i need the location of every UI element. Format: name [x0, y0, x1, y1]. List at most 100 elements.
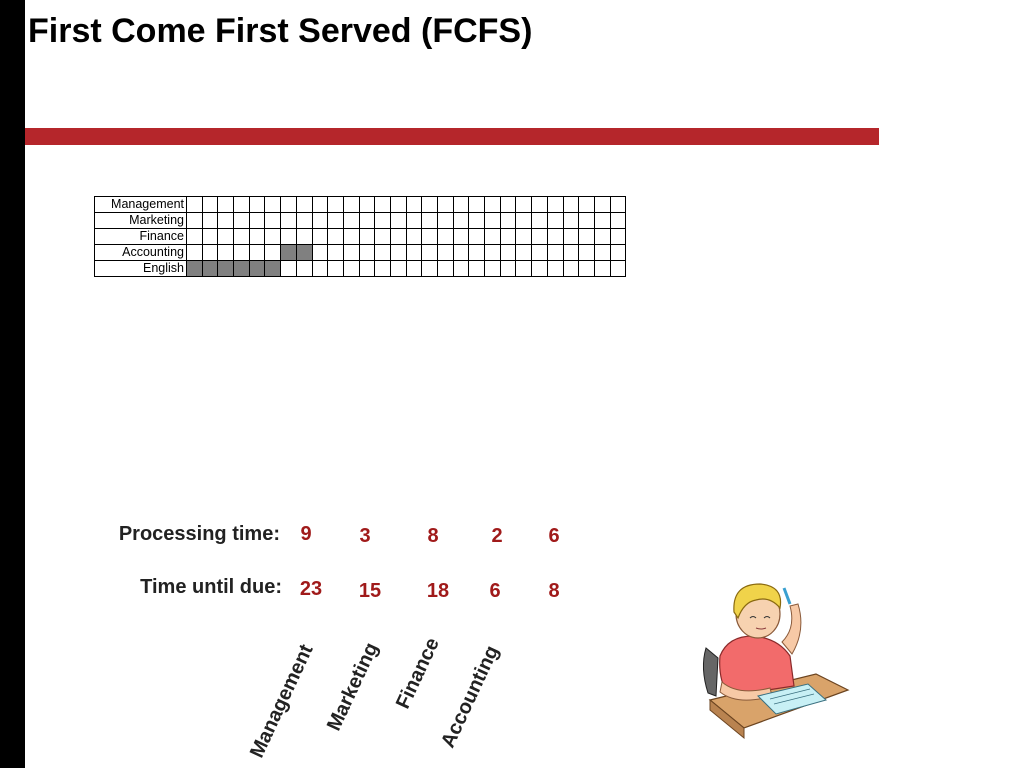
- processing-time-value: 8: [427, 525, 439, 547]
- gantt-cell: [311, 228, 329, 245]
- gantt-cell: [374, 244, 391, 261]
- gantt-cell: [280, 212, 297, 229]
- gantt-cell: [515, 260, 533, 277]
- gantt-cell: [578, 244, 595, 261]
- gantt-row-label: Finance: [94, 228, 187, 245]
- gantt-cell: [562, 244, 580, 261]
- gantt-cell: [452, 212, 470, 229]
- gantt-cell: [531, 228, 548, 245]
- gantt-cell: [484, 244, 501, 261]
- gantt-cell: [295, 228, 313, 245]
- gantt-cell: [233, 244, 250, 261]
- gantt-cell: [233, 196, 250, 213]
- gantt-cell: [609, 244, 627, 261]
- gantt-cell: [186, 212, 203, 229]
- gantt-cell: [327, 244, 344, 261]
- gantt-row: Marketing: [94, 212, 627, 229]
- gantt-cell: [342, 244, 360, 261]
- gantt-cell: [437, 196, 454, 213]
- gantt-cell: [484, 196, 501, 213]
- gantt-cell: [515, 212, 533, 229]
- gantt-cell: [201, 228, 219, 245]
- gantt-cell: [593, 196, 611, 213]
- gantt-row-label: Management: [94, 196, 187, 213]
- title-divider-bar: [25, 128, 879, 145]
- gantt-cell: [327, 260, 344, 277]
- gantt-cell: [264, 244, 282, 261]
- gantt-cell: [264, 212, 282, 229]
- gantt-cell: [342, 212, 360, 229]
- gantt-cell: [499, 244, 517, 261]
- processing-time-label: Processing time:: [118, 523, 280, 545]
- gantt-cell: [421, 260, 438, 277]
- gantt-cell: [593, 228, 611, 245]
- job-name-label: Accounting: [437, 642, 504, 752]
- gantt-cell: [562, 212, 580, 229]
- gantt-cell: [311, 260, 329, 277]
- gantt-cell: [562, 260, 580, 277]
- gantt-cell-scheduled: [248, 260, 266, 277]
- gantt-cell-scheduled: [186, 260, 203, 277]
- gantt-cell: [311, 196, 329, 213]
- due-time-value: 6: [489, 580, 501, 602]
- gantt-cell: [437, 228, 454, 245]
- job-name-label: Marketing: [323, 639, 383, 735]
- gantt-cell-scheduled: [217, 260, 235, 277]
- gantt-cell: [405, 196, 423, 213]
- gantt-cell: [389, 244, 407, 261]
- gantt-cell: [546, 212, 564, 229]
- gantt-cell: [578, 260, 595, 277]
- gantt-cell: [421, 212, 438, 229]
- gantt-cell: [437, 212, 454, 229]
- gantt-cell: [452, 260, 470, 277]
- gantt-cell: [311, 244, 329, 261]
- gantt-cell: [609, 196, 627, 213]
- gantt-cell: [531, 196, 548, 213]
- gantt-cell: [201, 212, 219, 229]
- gantt-cell: [327, 196, 344, 213]
- gantt-cell: [248, 212, 266, 229]
- gantt-cell: [201, 196, 219, 213]
- gantt-cell: [421, 244, 438, 261]
- gantt-cell: [578, 196, 595, 213]
- gantt-cell: [374, 212, 391, 229]
- gantt-cell: [217, 196, 235, 213]
- gantt-cell: [546, 260, 564, 277]
- left-accent-bar: [0, 0, 25, 768]
- gantt-cell: [217, 228, 235, 245]
- gantt-cell: [295, 196, 313, 213]
- gantt-cell: [452, 196, 470, 213]
- gantt-cell: [389, 212, 407, 229]
- due-time-label: Time until due:: [140, 576, 282, 598]
- gantt-cell: [468, 260, 486, 277]
- processing-time-value: 9: [300, 523, 312, 545]
- due-time-value: 18: [426, 580, 450, 602]
- gantt-cell: [186, 244, 203, 261]
- gantt-cell: [280, 260, 297, 277]
- gantt-cell: [233, 212, 250, 229]
- gantt-cell: [546, 196, 564, 213]
- gantt-cell: [295, 212, 313, 229]
- due-time-value: 8: [548, 580, 560, 602]
- gantt-cell: [358, 244, 376, 261]
- gantt-cell: [311, 212, 329, 229]
- slide-title: First Come First Served (FCFS): [28, 12, 533, 50]
- gantt-cell: [264, 228, 282, 245]
- gantt-cell: [499, 212, 517, 229]
- gantt-cell: [593, 260, 611, 277]
- gantt-cell: [515, 228, 533, 245]
- gantt-cell: [358, 260, 376, 277]
- gantt-cell-scheduled: [264, 260, 282, 277]
- gantt-cell: [609, 212, 627, 229]
- gantt-cell: [562, 196, 580, 213]
- gantt-cell: [578, 228, 595, 245]
- job-name-label: Finance: [392, 634, 444, 713]
- gantt-cell: [484, 212, 501, 229]
- gantt-row-label: English: [94, 260, 187, 277]
- gantt-cell: [217, 212, 235, 229]
- gantt-cell: [358, 212, 376, 229]
- gantt-cell: [468, 244, 486, 261]
- gantt-cell: [327, 212, 344, 229]
- gantt-cell: [531, 244, 548, 261]
- gantt-cell: [437, 244, 454, 261]
